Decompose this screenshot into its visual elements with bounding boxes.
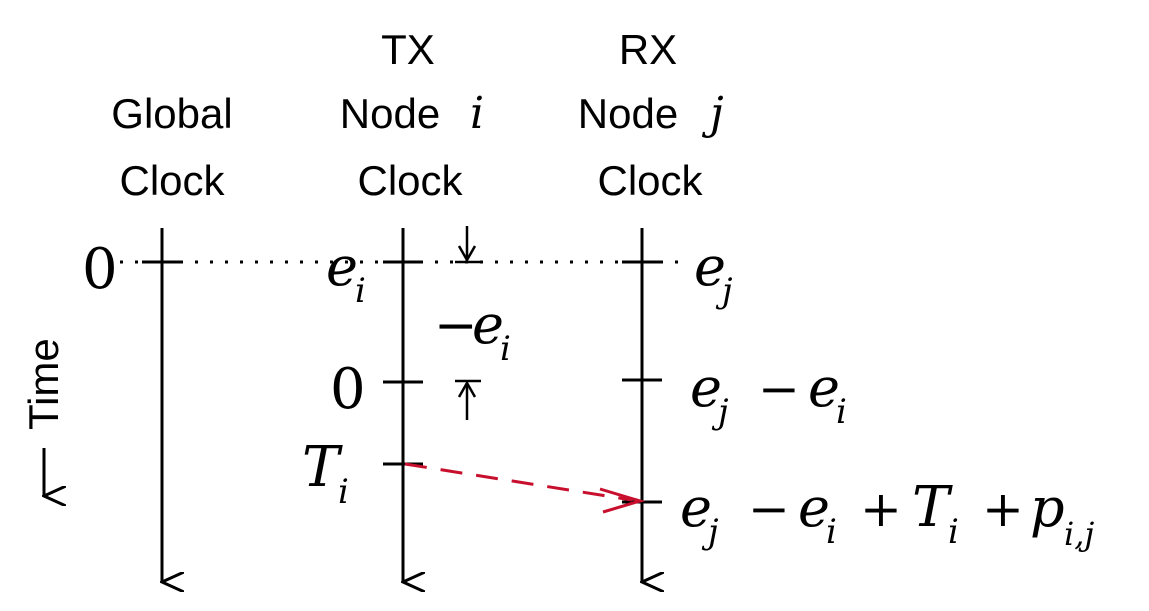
offset-span-arrows: [455, 226, 481, 420]
arr-minus-sign: −: [748, 480, 790, 538]
time-axis: Time: [20, 338, 67, 496]
rx-ej-label: e j: [694, 235, 733, 311]
ej-minus-ei-label: e j − e i: [690, 356, 847, 432]
rx-header-line3: Clock: [597, 157, 703, 204]
arr-ei-sub: i: [826, 512, 837, 552]
arr-ej-var: e: [680, 476, 712, 539]
arr-t-var: T: [912, 475, 953, 540]
arr-p-var: p: [1030, 476, 1065, 539]
rx-ej-var: e: [694, 235, 726, 298]
tx-zero-label: 0: [330, 357, 366, 422]
neg-ei-sub: i: [500, 329, 511, 369]
ti-var: T: [302, 435, 343, 500]
ti-label: T i: [302, 435, 349, 512]
ei-sub: i: [836, 392, 847, 432]
global-header-line2: Clock: [119, 157, 225, 204]
arrival-time-label: e j − e i + T i + p i,j: [680, 475, 1094, 553]
global-zero-label: 0: [82, 237, 118, 302]
tx-header-line1: TX: [381, 26, 435, 73]
ej-var: e: [690, 356, 722, 419]
arr-p-sub: i,j: [1064, 515, 1094, 553]
time-axis-label: Time: [20, 338, 67, 430]
ti-sub: i: [338, 472, 349, 512]
global-header-line1: Global: [111, 90, 232, 137]
neg-ei-label: − e i: [434, 293, 511, 369]
rx-header-line1: RX: [619, 26, 677, 73]
message-arrow-head: [599, 487, 646, 514]
tx-header-node: Node: [340, 90, 440, 137]
tx-header-node-var: i: [470, 88, 484, 139]
message-arrow: [404, 462, 633, 502]
offset-arrow-bottom-head: [457, 380, 477, 398]
tx-ei-label: e i: [326, 235, 366, 311]
ei-var: e: [808, 356, 840, 419]
arr-plus-sign-1: +: [860, 480, 902, 538]
tx-ei-var: e: [326, 235, 358, 298]
neg-ei-var: e: [472, 293, 504, 356]
arr-plus-sign-2: +: [982, 480, 1024, 538]
tx-header-line3: Clock: [357, 157, 463, 204]
offset-arrow-top-head: [457, 245, 477, 263]
tx-ei-sub: i: [355, 271, 366, 311]
rx-header-node: Node: [578, 90, 678, 137]
ej-minus-sign: −: [758, 360, 800, 418]
arr-t-sub: i: [948, 512, 959, 552]
arr-ei-var: e: [798, 476, 830, 539]
neg-ei-minus: −: [434, 296, 478, 356]
rx-header-node-var: j: [701, 88, 724, 139]
